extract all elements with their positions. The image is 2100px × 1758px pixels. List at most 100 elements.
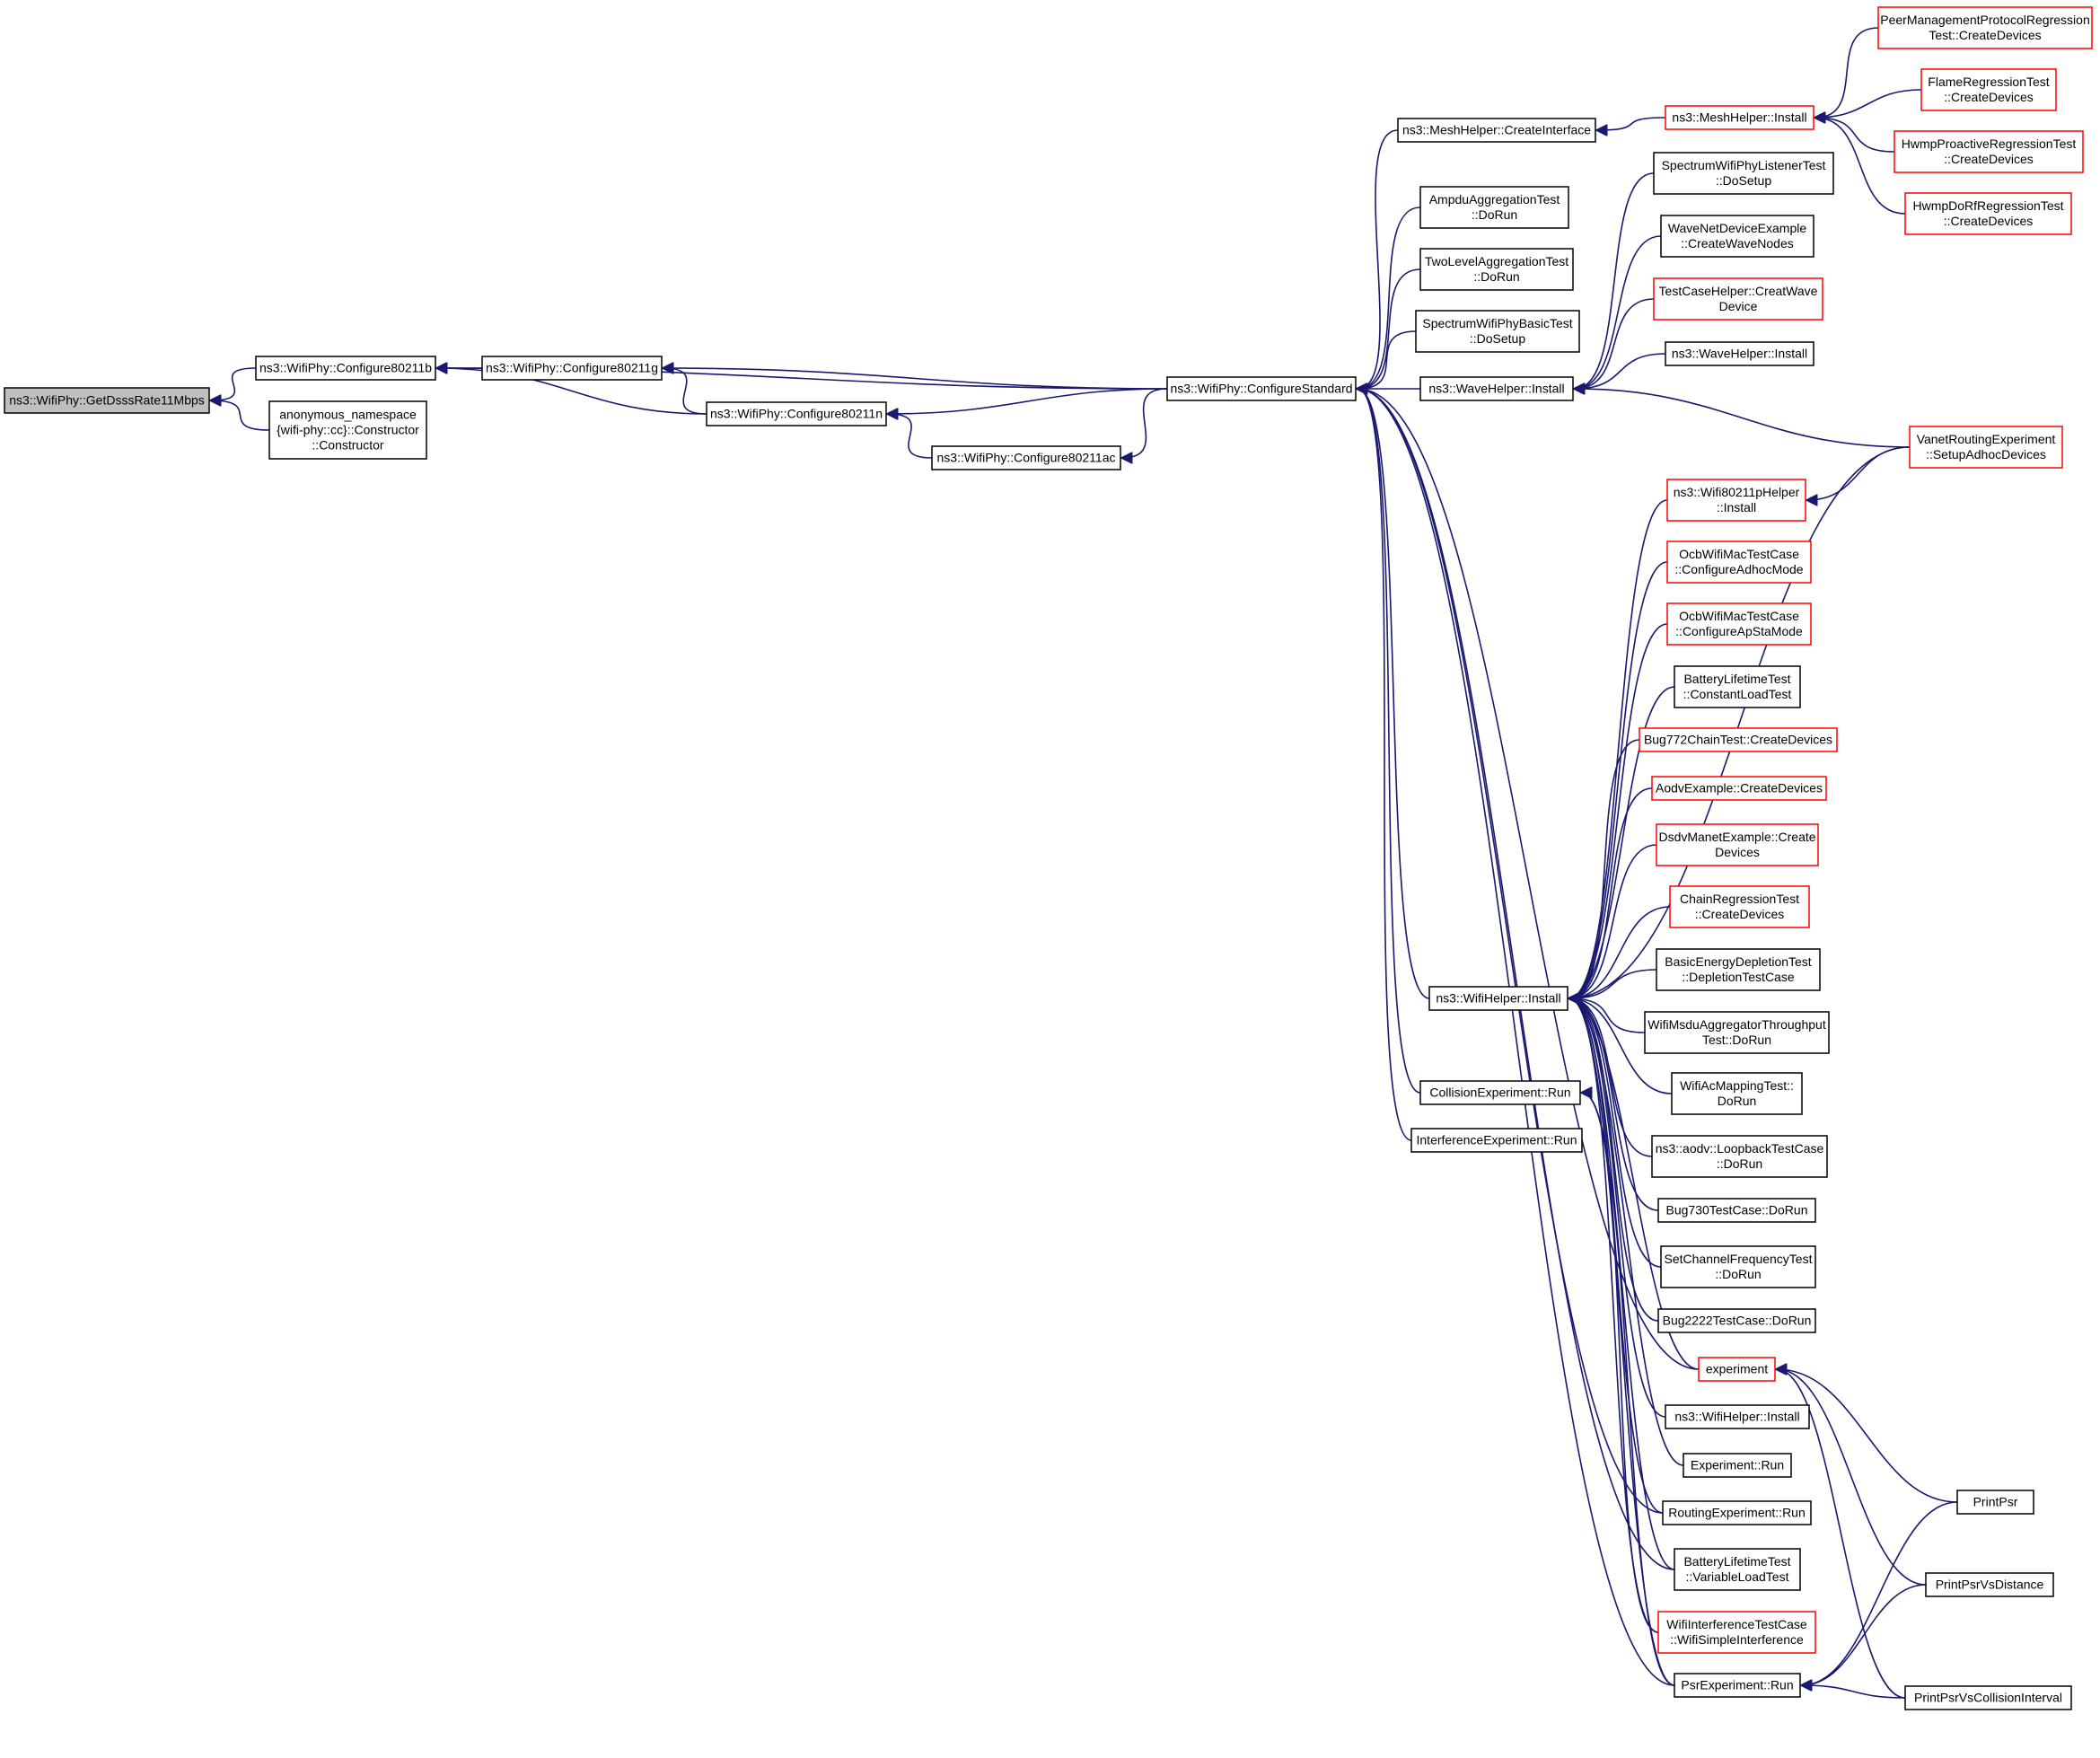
node-label: ns3::aodv::LoopbackTestCase [1656,1141,1824,1156]
node-collision[interactable]: CollisionExperiment::Run [1419,1080,1581,1105]
edge-bug772-to-wifihelper [1569,739,1640,998]
node-c80211b[interactable]: ns3::WifiPhy::Configure80211b [255,356,436,381]
node-meshinstall[interactable]: ns3::MeshHelper::Install [1665,105,1814,130]
node-aodvex[interactable]: AodvExample::CreateDevices [1651,776,1827,801]
node-batteryvar[interactable]: BatteryLifetimeTest::VariableLoadTest [1674,1548,1801,1591]
node-label: AmpduAggregationTest [1429,192,1560,207]
node-label: Test::CreateDevices [1929,28,2041,42]
node-label: TestCaseHelper::CreatWave [1659,284,1818,298]
node-routingexp[interactable]: RoutingExperiment::Run [1662,1500,1812,1525]
node-box [4,387,210,414]
node-flame[interactable]: FlameRegressionTest::CreateDevices [1920,68,2057,111]
node-vanet[interactable]: VanetRoutingExperiment::SetupAdhocDevice… [1909,426,2063,469]
node-label: OcbWifiMacTestCase [1679,547,1799,561]
edge-anon-to-getdsss [211,400,270,431]
node-label: PrintPsr [1973,1495,2018,1509]
node-chainreg[interactable]: ChainRegressionTest::CreateDevices [1669,885,1810,928]
node-peermgmt[interactable]: PeerManagementProtocolRegressionTest::Cr… [1877,6,2093,49]
node-box [1419,376,1574,401]
edge-wifihelper2-to-wifihelper [1569,998,1666,1418]
node-anon[interactable]: anonymous_namespace{wifi-phy::cc}::Const… [268,400,427,460]
node-label: FlameRegressionTest [1928,75,2049,89]
node-loopback[interactable]: ns3::aodv::LoopbackTestCase::DoRun [1651,1135,1828,1178]
node-label: TwoLevelAggregationTest [1425,254,1568,268]
node-box [1657,1308,1816,1333]
node-c80211ac[interactable]: ns3::WifiPhy::Configure80211ac [931,445,1121,470]
node-wavehelper[interactable]: ns3::WaveHelper::Install [1419,376,1574,401]
node-label: ::VariableLoadTest [1686,1569,1789,1584]
edge-batteryvar-to-cstd [1358,389,1675,1570]
node-c80211n[interactable]: ns3::WifiPhy::Configure80211n [706,401,887,426]
edge-meshinstall-to-meshci [1597,117,1666,130]
node-printpsr[interactable]: PrintPsr [1956,1490,2034,1515]
node-label: WifiAcMappingTest:: [1680,1078,1794,1093]
node-label: ns3::WifiPhy::Configure80211g [486,361,658,375]
node-acmapping[interactable]: WifiAcMappingTest::DoRun [1671,1072,1803,1115]
node-wifiinterf[interactable]: WifiInterferenceTestCase::WifiSimpleInte… [1657,1611,1816,1654]
edge-wifi80211p-to-wifihelper [1569,499,1668,998]
node-twolevel[interactable]: TwoLevelAggregationTest::DoRun [1419,248,1574,291]
node-wifi80211p[interactable]: ns3::Wifi80211pHelper::Install [1666,479,1806,522]
edge-printpsrdist-to-experiment [1777,1369,1927,1586]
node-wifihelper2[interactable]: ns3::WifiHelper::Install [1665,1404,1810,1429]
node-setchannel[interactable]: SetChannelFrequencyTest::DoRun [1660,1245,1816,1288]
node-spectrumlistener[interactable]: SpectrumWifiPhyListenerTest::DoSetup [1653,152,1834,195]
node-hwmpdorf[interactable]: HwmpDoRfRegressionTest::CreateDevices [1904,192,2072,235]
node-label: HwmpDoRfRegressionTest [1912,198,2063,213]
node-spectrumbasic[interactable]: SpectrumWifiPhyBasicTest::DoSetup [1415,310,1580,353]
node-label: ::DoRun [1715,1267,1761,1281]
edge-cstd-to-c80211g [663,368,1168,390]
node-interference[interactable]: InterferenceExperiment::Run [1410,1128,1583,1153]
edge-batteryvar-to-wifihelper [1569,998,1675,1570]
node-printpsrcoll[interactable]: PrintPsrVsCollisionInterval [1904,1685,2072,1710]
node-bug730[interactable]: Bug730TestCase::DoRun [1657,1198,1816,1223]
node-label: InterferenceExperiment::Run [1417,1133,1577,1147]
node-batteryconst[interactable]: BatteryLifetimeTest::ConstantLoadTest [1674,665,1801,708]
node-bug2222[interactable]: Bug2222TestCase::DoRun [1657,1308,1816,1333]
node-box [1956,1490,2034,1515]
node-psrexp[interactable]: PsrExperiment::Run [1674,1673,1801,1698]
node-wavehelper2[interactable]: ns3::WaveHelper::Install [1665,341,1814,366]
edge-wavenet-to-wavehelper [1575,235,1662,389]
node-label: WaveNetDeviceExample [1668,221,1807,235]
node-label: ::CreateWaveNodes [1681,236,1794,251]
node-box [1894,130,2084,173]
node-c80211g[interactable]: ns3::WifiPhy::Configure80211g [481,356,663,381]
node-box [1660,1245,1816,1288]
node-printpsrdist[interactable]: PrintPsrVsDistance [1925,1572,2054,1597]
node-ocbapsta[interactable]: OcbWifiMacTestCase::ConfigureApStaMode [1666,602,1812,646]
node-box [1671,1072,1803,1115]
node-box [1674,1673,1801,1698]
node-exprun[interactable]: Experiment::Run [1683,1453,1792,1478]
node-bug772[interactable]: Bug772ChainTest::CreateDevices [1639,727,1838,752]
edge-experiment-to-wifihelper [1569,998,1700,1370]
node-basicenergy[interactable]: BasicEnergyDepletionTest::DepletionTestC… [1656,948,1821,991]
node-experiment[interactable]: experiment [1698,1357,1776,1382]
node-label: experiment [1706,1362,1768,1376]
node-label: ns3::WifiPhy::Configure80211b [259,361,432,375]
node-meshci[interactable]: ns3::MeshHelper::CreateInterface [1397,118,1596,143]
node-cstd[interactable]: ns3::WifiPhy::ConfigureStandard [1166,376,1357,401]
edge-exprun-to-wifihelper [1569,998,1684,1466]
edge-interference-to-cstd [1358,389,1412,1141]
node-box [931,445,1121,470]
node-getdsss[interactable]: ns3::WifiPhy::GetDsssRate11Mbps [4,387,210,414]
node-label: AodvExample::CreateDevices [1656,781,1823,795]
node-label: Bug2222TestCase::DoRun [1663,1314,1812,1328]
node-wifihelper[interactable]: ns3::WifiHelper::Install [1428,986,1568,1011]
edge-acmapping-to-wifihelper [1569,998,1673,1094]
node-label: ::DoRun [1472,207,1517,222]
edge-spectrumbasic-to-cstd [1358,330,1417,389]
node-label: BasicEnergyDepletionTest [1665,954,1812,969]
node-hwmpproactive[interactable]: HwmpProactiveRegressionTest::CreateDevic… [1894,130,2084,173]
node-ampdu[interactable]: AmpduAggregationTest::DoRun [1419,186,1569,229]
edge-wifihelper-to-cstd [1358,389,1430,999]
node-ocbadhoc[interactable]: OcbWifiMacTestCase::ConfigureAdhocMode [1666,541,1812,584]
edge-printpsr-to-psrexp [1802,1501,1958,1685]
node-wavenet[interactable]: WaveNetDeviceExample::CreateWaveNodes [1660,215,1814,258]
node-dsdv[interactable]: DsdvManetExample::CreateDevices [1656,823,1819,866]
edge-meshci-to-cstd [1358,129,1399,389]
node-label: OcbWifiMacTestCase [1679,609,1799,623]
